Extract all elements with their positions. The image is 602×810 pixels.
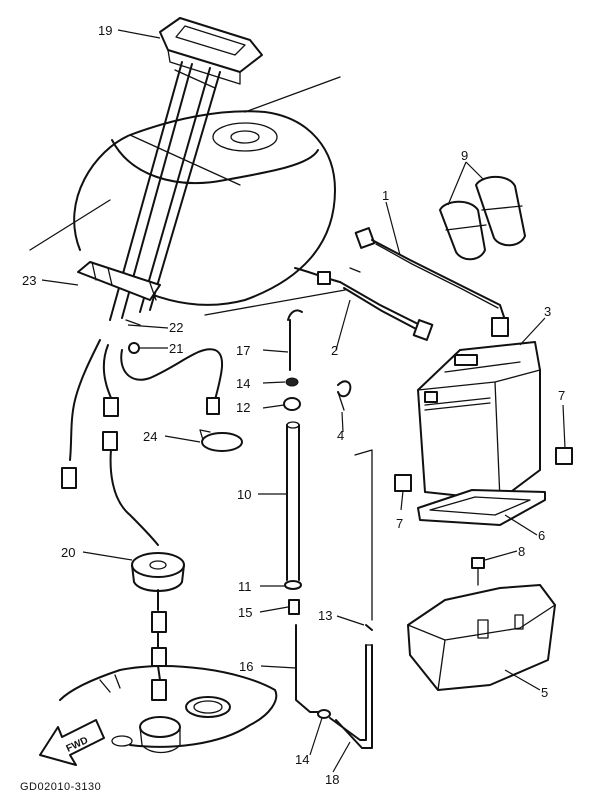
wiring-harness-left xyxy=(61,339,224,546)
breather-tube-assembly xyxy=(283,309,303,615)
callout-3: 3 xyxy=(544,304,551,319)
callout-20: 20 xyxy=(61,545,75,560)
callout-14-lower: 14 xyxy=(295,752,309,767)
battery-cables xyxy=(294,227,509,341)
callout-labels: 19 9 1 23 22 21 17 2 3 14 12 4 7 24 10 7… xyxy=(22,23,565,787)
leader-lines xyxy=(41,29,566,773)
callout-5: 5 xyxy=(541,685,548,700)
callout-23: 23 xyxy=(22,273,36,288)
callout-1: 1 xyxy=(382,188,389,203)
callout-7-right: 7 xyxy=(558,388,565,403)
battery-case xyxy=(407,584,556,691)
diagram-code: GD02010-3130 xyxy=(20,781,101,793)
part-22-21 xyxy=(125,319,141,354)
fwd-arrow: FWD xyxy=(39,719,105,766)
callout-24: 24 xyxy=(143,429,157,444)
callout-9: 9 xyxy=(461,148,468,163)
callout-7-left: 7 xyxy=(396,516,403,531)
battery-band xyxy=(439,175,526,261)
battery-pad xyxy=(417,489,546,526)
hose-clamp xyxy=(199,429,243,452)
tank-bracket xyxy=(77,261,161,301)
callout-6: 6 xyxy=(538,528,545,543)
callout-16: 16 xyxy=(239,659,253,674)
fuel-sender xyxy=(131,552,185,701)
tank-bottom-plate xyxy=(59,665,278,754)
callout-8: 8 xyxy=(518,544,525,559)
callout-13: 13 xyxy=(318,608,332,623)
callout-17: 17 xyxy=(236,343,250,358)
callout-12: 12 xyxy=(236,400,250,415)
bolt xyxy=(471,557,485,586)
callout-2: 2 xyxy=(331,343,338,358)
callout-22: 22 xyxy=(169,320,183,335)
fuel-gauge-unit xyxy=(109,17,263,321)
callout-4: 4 xyxy=(337,428,344,443)
fuel-tank xyxy=(29,76,346,316)
damper-pads xyxy=(394,447,573,492)
callout-15: 15 xyxy=(238,605,252,620)
callout-10: 10 xyxy=(237,487,251,502)
callout-14-upper: 14 xyxy=(236,376,250,391)
callout-19: 19 xyxy=(98,23,112,38)
callout-11: 11 xyxy=(238,579,252,594)
wire-clip xyxy=(337,380,352,411)
callout-18: 18 xyxy=(325,772,339,787)
callout-21: 21 xyxy=(169,341,183,356)
drain-tube-assembly xyxy=(295,449,373,749)
battery xyxy=(417,341,541,501)
